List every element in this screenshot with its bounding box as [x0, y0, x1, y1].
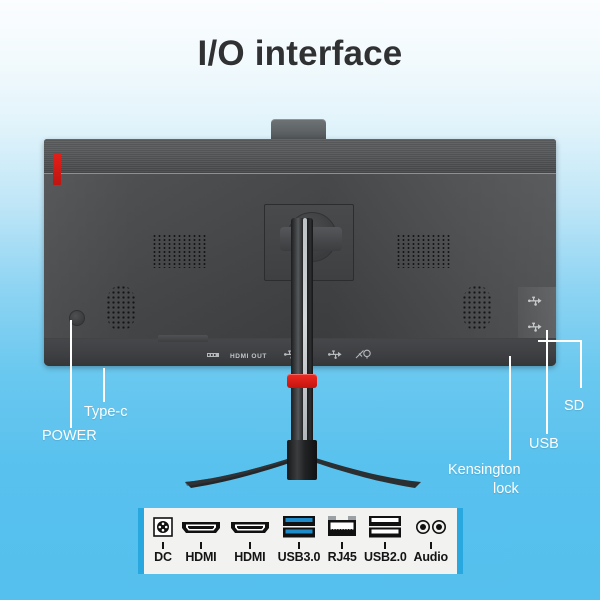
legend-item-usb2: USB2.0: [364, 514, 407, 564]
leader-line-sd-horizontal: [538, 340, 582, 342]
legend-label-hdmi-1: HDMI: [185, 550, 217, 564]
usb-side-icon-2: [528, 322, 542, 332]
legend-tick: [248, 542, 251, 549]
rj45-port-icon: [327, 514, 357, 540]
legend-item-audio: Audio: [414, 514, 448, 564]
legend-label-usb3: USB3.0: [277, 550, 321, 564]
legend-tick: [429, 542, 432, 549]
page-title: I/O interface: [197, 34, 403, 73]
legend-item-hdmi-2: HDMI: [229, 514, 271, 564]
callout-sd: SD: [564, 398, 585, 414]
webcam-module: [271, 119, 326, 141]
legend-tick: [162, 542, 164, 549]
dc-jack-icon: [153, 514, 173, 540]
power-button[interactable]: [69, 310, 85, 326]
dc-power-icon: [207, 353, 219, 357]
legend-label-usb2: USB2.0: [364, 550, 407, 564]
vent-grille-left: [152, 234, 206, 268]
vent-grille-right: [396, 234, 450, 268]
callout-usb: USB: [529, 436, 559, 452]
leader-line-kensington: [509, 356, 511, 460]
legend-tick: [297, 542, 300, 549]
legend-tick: [341, 542, 344, 549]
stand-base: [185, 456, 421, 488]
legend-item-dc: DC: [153, 514, 173, 564]
usb-icon-2: [328, 350, 342, 359]
hdmi-port-icon: [229, 514, 271, 540]
bezel-cable-notch: [158, 335, 208, 342]
audio-jack-icon: [415, 514, 447, 540]
legend-label-hdmi-2: HDMI: [234, 550, 266, 564]
leader-line-usb: [546, 330, 548, 434]
callout-type-c: Type-c: [84, 404, 128, 420]
hdmi-out-label: HDMI OUT: [230, 353, 267, 360]
callout-kensington-lock-line2: lock: [493, 481, 519, 497]
legend-label-audio: Audio: [413, 550, 449, 564]
stand-column-highlight: [303, 218, 307, 476]
usb2-port-icon: [368, 514, 402, 540]
legend-label-rj45: RJ45: [327, 550, 357, 564]
usb3-port-icon: [282, 514, 316, 540]
port-legend-strip: DC HDMI HDMI: [138, 508, 463, 574]
callout-power: POWER: [42, 428, 97, 444]
stand-base-hub: [287, 440, 317, 480]
speaker-grille-right: [462, 285, 492, 331]
speaker-grille-left: [106, 285, 136, 331]
leader-line-type-c: [103, 368, 105, 402]
legend-item-rj45: RJ45: [327, 514, 357, 564]
stand-column: [291, 218, 313, 476]
hdmi-port-icon: [180, 514, 222, 540]
red-accent-stripe: [53, 153, 61, 185]
leader-line-sd-vertical: [580, 340, 582, 388]
leader-line-power: [70, 320, 72, 428]
legend-label-dc: DC: [154, 550, 172, 564]
callout-kensington-lock-line1: Kensington: [448, 462, 521, 478]
stand-red-ring: [287, 374, 317, 388]
brushed-metal-strip: [44, 139, 556, 174]
legend-item-usb3: USB3.0: [277, 514, 321, 564]
legend-tick: [199, 542, 202, 549]
legend-item-hdmi-1: HDMI: [180, 514, 222, 564]
usb-side-icon-1: [528, 296, 542, 306]
audio-mic-icon: [355, 349, 371, 359]
legend-tick: [384, 542, 387, 549]
